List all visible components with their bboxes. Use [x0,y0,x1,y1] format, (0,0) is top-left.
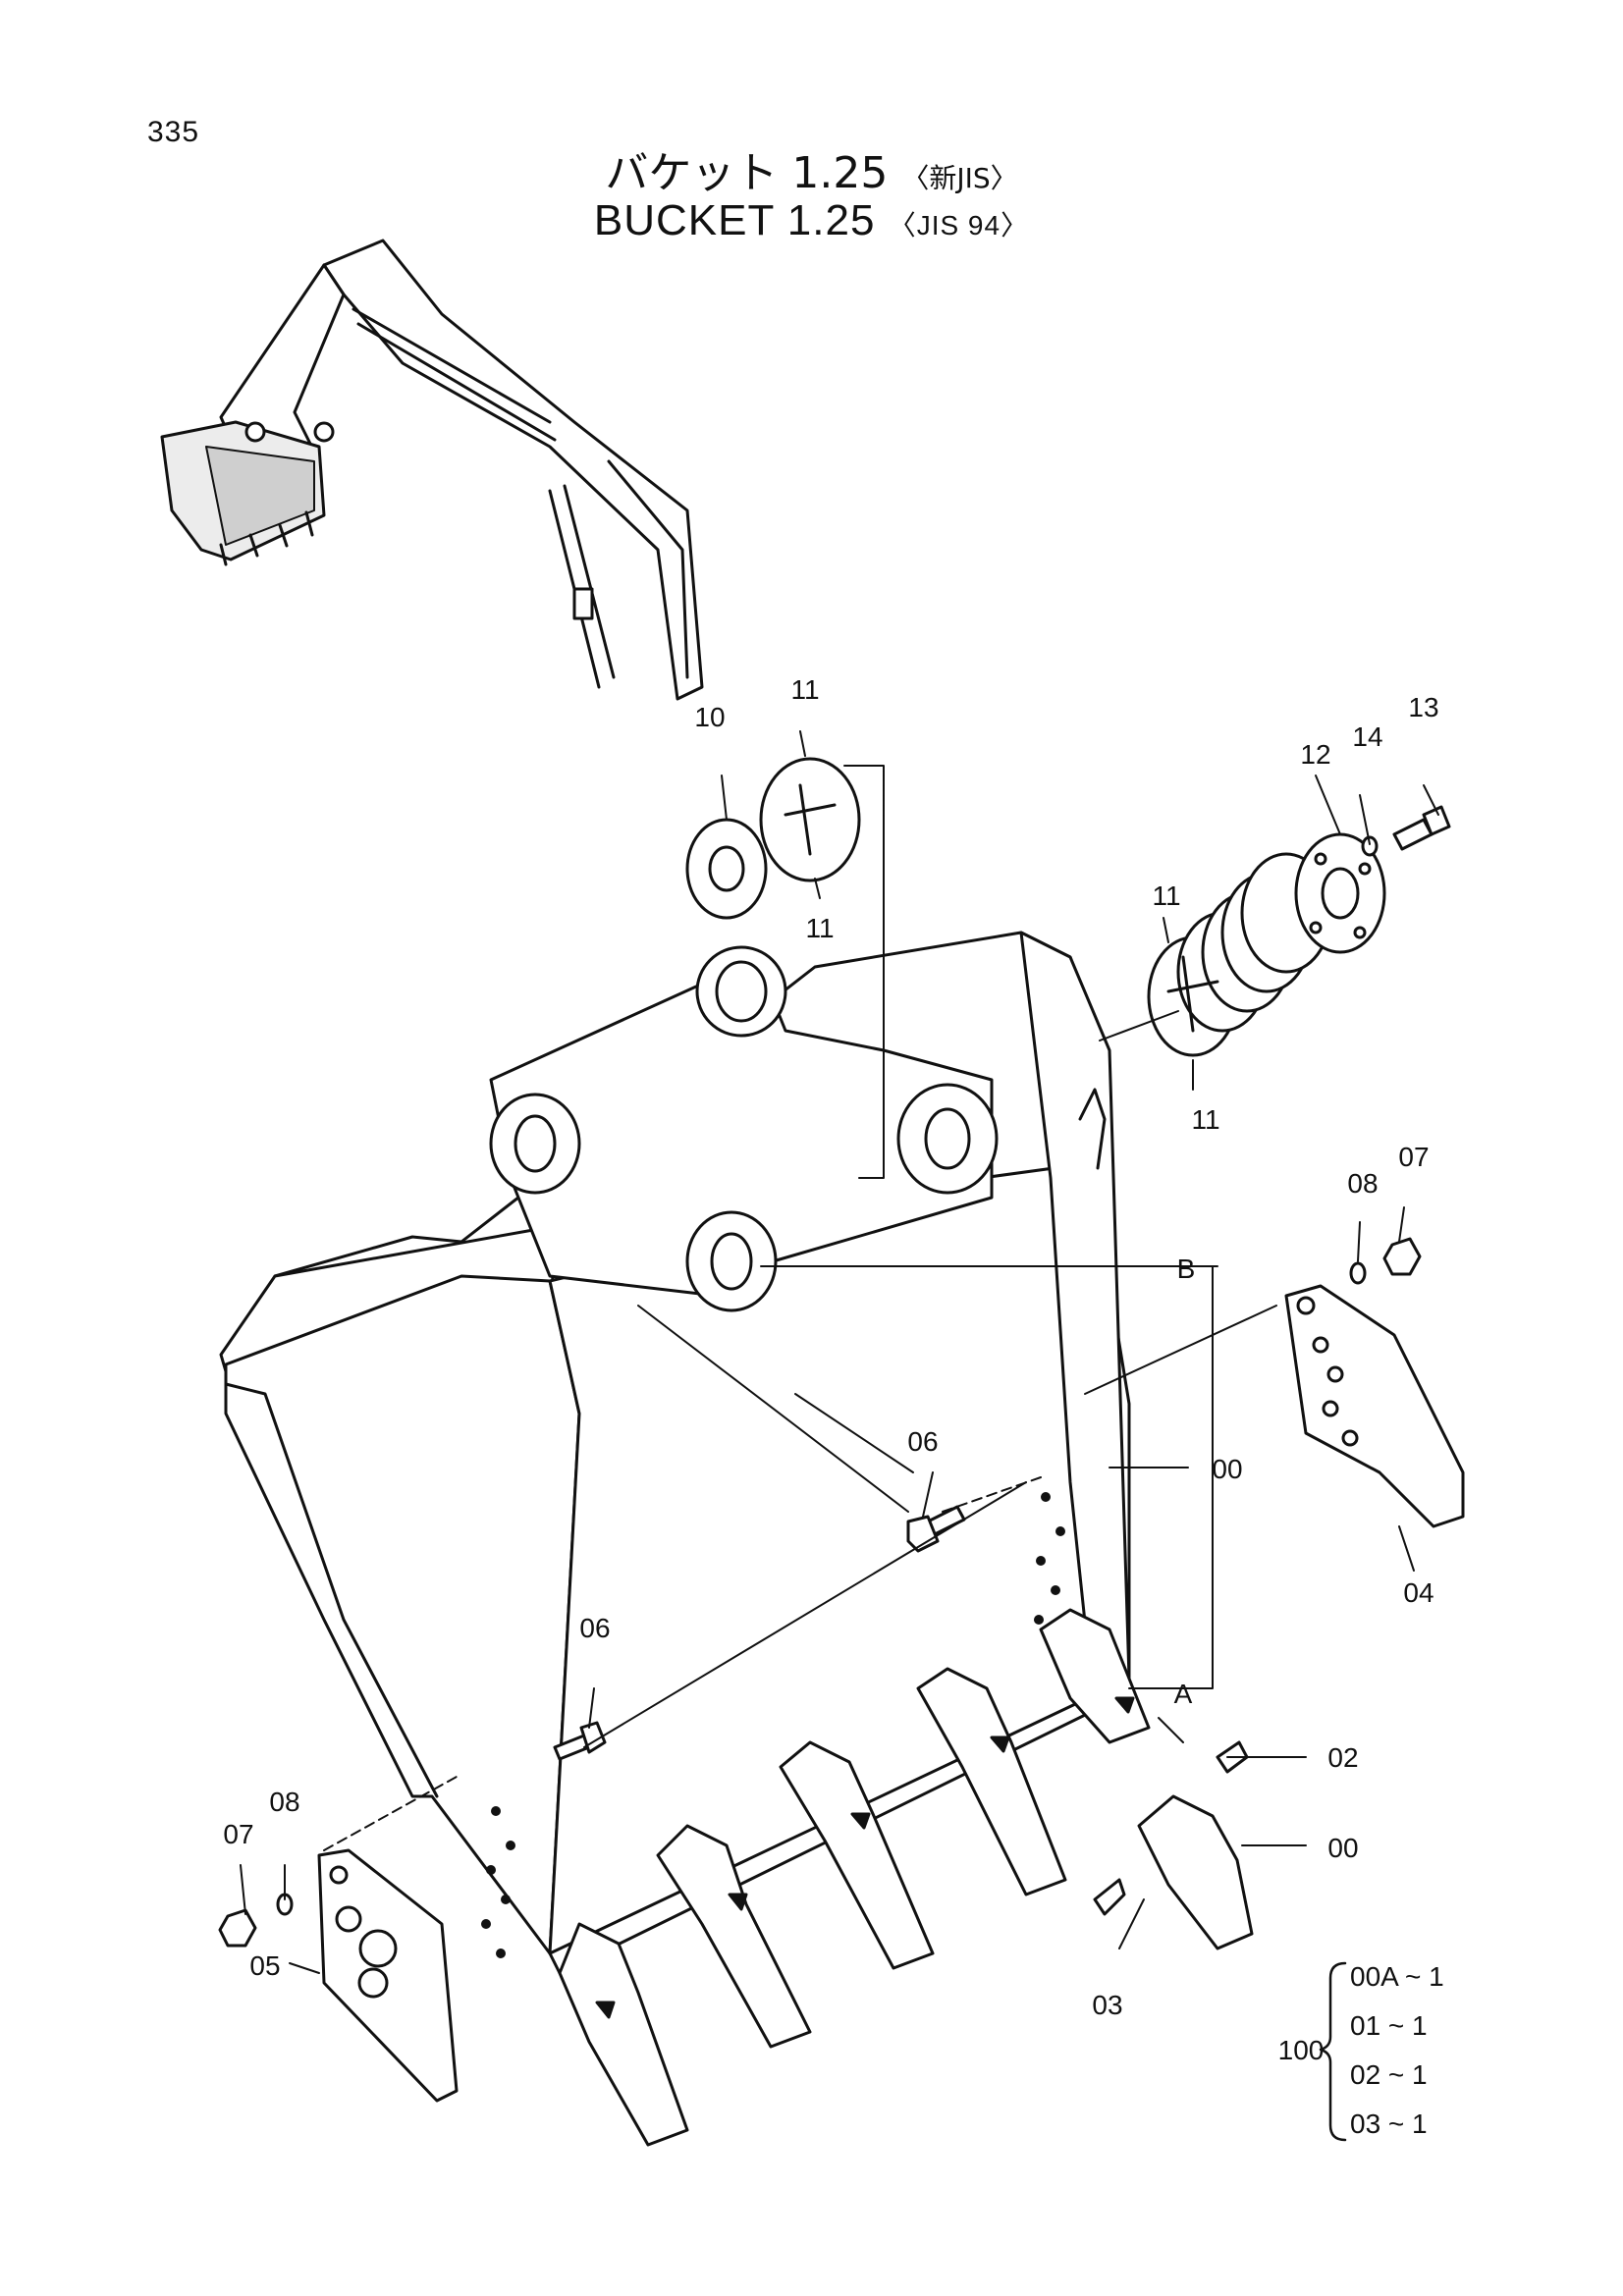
washer-14 [1361,835,1379,857]
title-japanese-tag: 〈新JIS〉 [901,162,1018,194]
callout-B: B [1177,1254,1196,1284]
shim-stack-right [1147,852,1332,1057]
callout-11: 11 [1191,1104,1219,1135]
side-plate-bolt-holes [481,1492,1065,1958]
callout-13: 13 [1408,692,1438,722]
callout-06: 06 [579,1613,610,1643]
title-english: BUCKET 1.25 〈JIS 94〉 [0,196,1623,245]
title-japanese: バケット 1.25 〈新JIS〉 [0,137,1623,200]
tooth-2 [656,1824,812,2049]
callout-06: 06 [907,1426,938,1457]
callout-11: 11 [805,913,834,943]
exploded-tooth [1137,1794,1254,1950]
callout-12: 12 [1300,739,1330,770]
callout-00: 00 [1212,1454,1242,1484]
callout-11: 11 [1152,881,1180,911]
shim-stack-left [685,757,861,920]
tooth-3 [779,1740,935,1970]
kit-brace [1319,1961,1347,2142]
callout-08: 08 [269,1787,299,1817]
callout-10: 10 [694,702,725,732]
bolt-13 [1392,805,1451,851]
callout-08: 08 [1347,1168,1378,1199]
callout-11: 11 [790,674,819,705]
tooth-lock [1093,1878,1126,1916]
title-english-tag: 〈JIS 94〉 [888,210,1030,240]
callout-14: 14 [1352,721,1382,752]
title-japanese-main: バケット 1.25 [605,148,889,198]
callout-05: 05 [249,1950,280,1981]
nut-07-right [1382,1237,1422,1276]
callout-07: 07 [223,1819,253,1849]
bucket-teeth-row [558,1608,1254,2147]
bolt-06-middle [906,1505,966,1553]
kit-label: 100 [1278,2035,1325,2065]
callout-04: 04 [1403,1577,1434,1608]
side-cutter-right [1284,1284,1465,1528]
washer-08-right [1349,1261,1367,1285]
retainer-plate [1294,832,1386,954]
side-cutter-left [317,1848,459,2103]
page-number: 335 [147,116,200,148]
excavator-arm-inset [160,239,704,701]
tooth-4 [916,1667,1067,1896]
leader-lines [240,730,1439,1974]
kit-row: 02 ~ 1 [1350,2059,1428,2090]
callout-02: 02 [1327,1742,1358,1773]
tooth-5 [1039,1608,1151,1744]
callout-A: A [1174,1679,1193,1709]
callout-00: 00 [1327,1833,1358,1863]
title-english-main: BUCKET 1.25 [593,196,876,244]
kit-row: 01 ~ 1 [1350,2010,1428,2041]
nut-07-left [218,1908,257,1948]
callout-07: 07 [1398,1142,1429,1172]
callout-03: 03 [1092,1990,1122,2020]
kit-row: 03 ~ 1 [1350,2109,1428,2139]
kit-row: 00A ~ 1 [1350,1961,1444,1992]
tooth-1 [558,1922,689,2147]
